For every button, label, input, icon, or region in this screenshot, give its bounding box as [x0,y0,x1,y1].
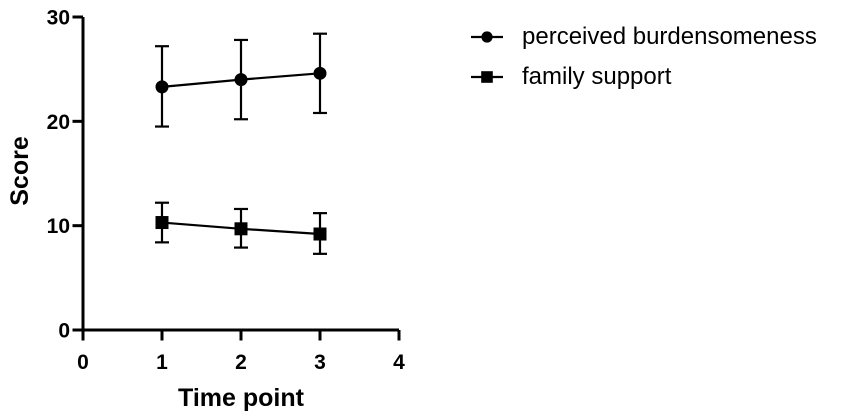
chart-legend: perceived burdensomeness family support [471,21,817,92]
y-axis-title: Score [6,136,34,206]
square-marker-icon [471,70,503,83]
circle-marker-icon [471,30,503,43]
data-point-square [155,216,169,230]
x-axis-title: Time point [178,384,304,412]
y-tick-label: 30 [47,7,70,30]
data-point-circle [155,80,169,94]
legend-item-family-support: family support [471,61,817,92]
x-tick-label: 0 [77,351,89,374]
data-point-square [234,222,248,236]
data-point-circle [234,73,248,87]
legend-label-family-support: family support [522,63,672,90]
y-tick-label: 10 [47,215,70,238]
y-tick-label: 0 [58,320,70,343]
y-tick-label: 20 [47,111,70,134]
x-tick-label: 2 [235,351,247,374]
legend-label-perceived-burdensomeness: perceived burdensomeness [522,23,817,50]
x-tick-label: 4 [393,351,405,374]
legend-item-perceived-burdensomeness: perceived burdensomeness [471,21,817,52]
data-point-circle [313,66,327,80]
x-tick-label: 3 [314,351,326,374]
data-point-square [313,227,327,241]
x-tick-label: 1 [156,351,168,374]
